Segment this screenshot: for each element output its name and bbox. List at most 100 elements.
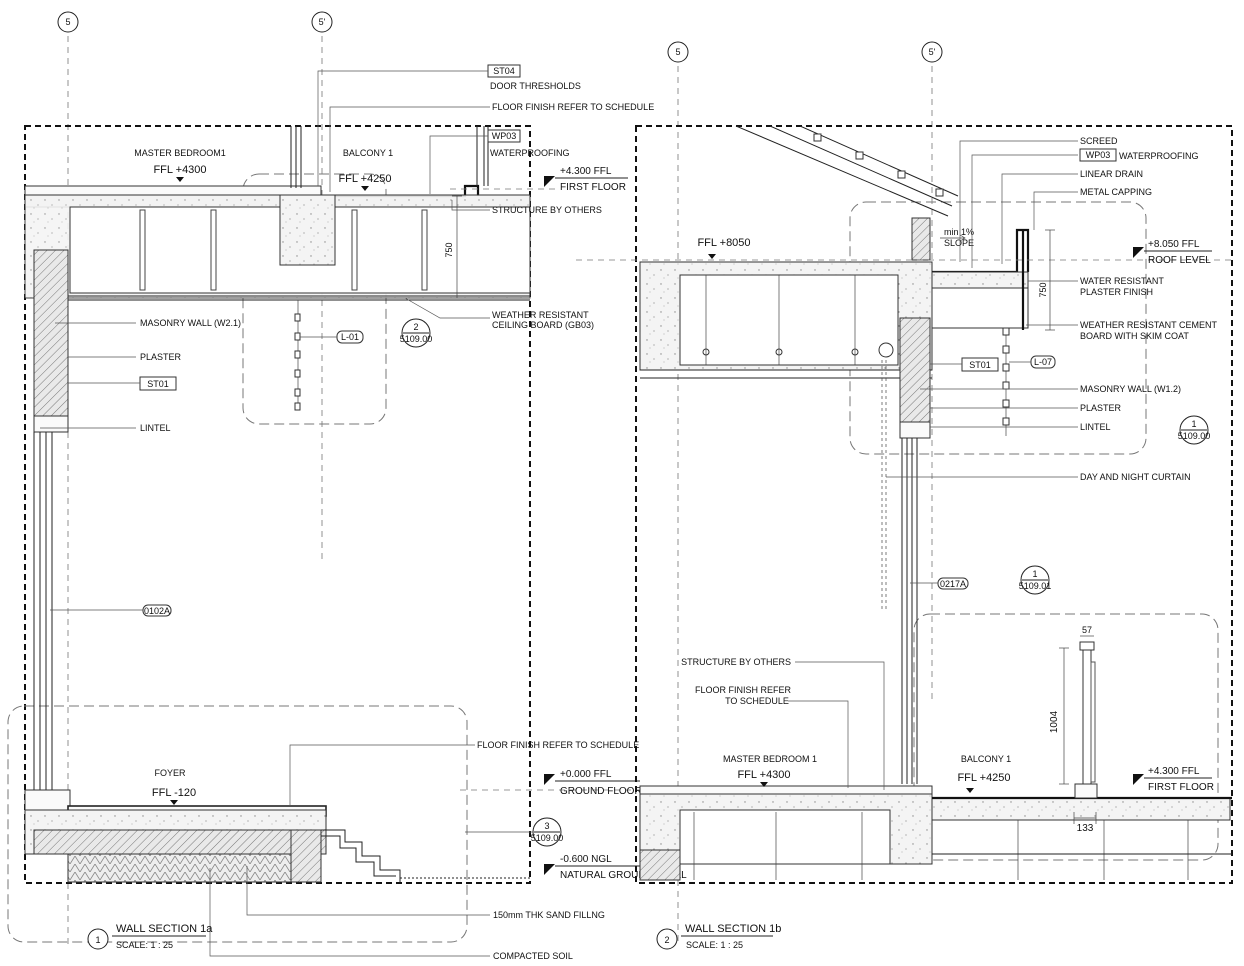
- grid-marker-5-prime-b: 5': [921, 41, 943, 63]
- section-scale: SCALE: 1 : 25: [116, 940, 173, 950]
- tag-text: WP03: [492, 131, 517, 141]
- dimension-57: 57: [1080, 625, 1094, 637]
- dimension-text: 1004: [1049, 710, 1060, 733]
- note-plaster: PLASTER: [140, 352, 182, 362]
- note-sand-filling: 150mm THK SAND FILLNG: [493, 910, 605, 920]
- tag-text: L-01: [341, 332, 359, 342]
- note-screed: SCREED: [1080, 136, 1118, 146]
- note-structure: STRUCTURE BY OTHERS: [492, 205, 602, 215]
- section-number: 2: [664, 935, 669, 945]
- tag-l07: L-07: [1030, 355, 1056, 369]
- level-triangle-icon: [708, 254, 716, 259]
- level-marker-icon: [1133, 774, 1144, 785]
- detail-ref-3: 3 5109.00: [531, 817, 564, 847]
- note-plaster: PLASTER: [1080, 403, 1122, 413]
- dimension-text: 750: [1038, 282, 1048, 297]
- level-marker-icon: [544, 774, 555, 785]
- detail-ref-sheet: 5109.00: [400, 334, 433, 344]
- leader-line: [788, 700, 849, 788]
- natural-ground-value: -0.600 NGL: [560, 854, 612, 865]
- ffl-roof: FFL +8050: [697, 237, 750, 249]
- detail-ref-sheet: 5109.01: [1019, 581, 1052, 591]
- balcony-balustrade: [290, 126, 489, 188]
- detail-ref-number: 1: [1032, 569, 1037, 579]
- pendant-light: [1002, 327, 1010, 436]
- leader-line: [209, 868, 490, 957]
- note-compacted-soil: COMPACTED SOIL: [493, 951, 573, 961]
- ffl-master-bedroom: FFL +4300: [153, 164, 206, 176]
- threshold: [24, 789, 71, 811]
- tag-st01: ST01: [961, 357, 999, 372]
- note-door-thresholds: DOOR THRESHOLDS: [490, 81, 581, 91]
- tag-text: ST01: [969, 360, 991, 370]
- note-masonry-wall: MASONRY WALL (W2.1): [140, 318, 241, 328]
- note-cement-board-2: BOARD WITH SKIM COAT: [1080, 331, 1189, 341]
- grid-label: 5: [675, 47, 680, 57]
- tag-text: WP03: [1086, 150, 1111, 160]
- first-floor-name: FIRST FLOOR: [1148, 782, 1214, 793]
- tag-door-0217a: 0217A: [937, 577, 969, 590]
- section-1a-title-block: 1 WALL SECTION 1a SCALE: 1 : 25: [87, 923, 213, 950]
- first-floor-value: +4.300 FFL: [1148, 766, 1200, 777]
- wall-section-1a: MASTER BEDROOM1 FFL +4300 BALCONY 1 FFL …: [7, 64, 687, 961]
- dimension-text: 57: [1082, 625, 1092, 635]
- detail-callout-upper: [242, 173, 387, 425]
- note-metal-capping: METAL CAPPING: [1080, 187, 1152, 197]
- balcony-step-beam: [279, 194, 336, 266]
- ffl-master-bedroom: FFL +4300: [737, 769, 790, 781]
- section-1a-boundary: [24, 125, 531, 884]
- ceiling-void: [679, 809, 891, 865]
- grid-label: 5': [929, 47, 936, 57]
- tag-text: ST04: [493, 66, 515, 76]
- first-floor-name: FIRST FLOOR: [560, 182, 626, 193]
- level-marker-icon: [544, 864, 555, 875]
- tag-st04: ST04: [487, 64, 521, 78]
- ground-floor-value: +0.000 FFL: [560, 769, 612, 780]
- level-triangle-icon: [361, 186, 369, 191]
- grid-label: 5: [65, 17, 70, 27]
- note-ceiling-board: CEILING BOARD (GB03): [492, 320, 594, 330]
- detail-ref-sheet: 5109.00: [531, 833, 564, 843]
- dimension-text: 750: [444, 242, 454, 257]
- sloped-roof: [735, 125, 959, 217]
- window-frame: [33, 432, 53, 790]
- external-steps: [321, 829, 401, 882]
- parapet-wall: [911, 217, 931, 261]
- balcony-slab: [931, 797, 1231, 821]
- detail-ref-number: 1: [1191, 419, 1196, 429]
- section-number: 1: [95, 935, 100, 945]
- leader-line: [1001, 173, 1078, 264]
- tag-l01: L-01: [336, 330, 364, 344]
- leader-line: [246, 866, 490, 916]
- level-marker-icon: [544, 176, 555, 187]
- detail-ref-number: 2: [413, 322, 418, 332]
- room-label-foyer: FOYER: [154, 768, 186, 778]
- level-triangle-icon: [170, 800, 178, 805]
- note-waterproofing: WATERPROOFING: [490, 148, 570, 158]
- grid-lines: [67, 36, 933, 945]
- tag-text: 0102A: [144, 606, 170, 616]
- note-water-resistant-2: PLASTER FINISH: [1080, 287, 1153, 297]
- note-structure: STRUCTURE BY OTHERS: [681, 657, 791, 667]
- note-masonry-wall: MASONRY WALL (W1.2): [1080, 384, 1181, 394]
- detail-callout-lower: [913, 613, 1219, 861]
- slope-label: SLOPE: [944, 238, 974, 248]
- note-floor-finish-1: FLOOR FINISH REFER: [695, 685, 792, 695]
- ground-slab-edge: [33, 829, 327, 855]
- level-marker-icon: [1133, 247, 1144, 258]
- leader-line: [429, 135, 488, 194]
- tag-wp03: WP03: [1079, 148, 1117, 162]
- tag-text: L-07: [1034, 357, 1052, 367]
- leader-line: [971, 154, 1078, 268]
- ffl-balcony: FFL +4250: [338, 173, 391, 185]
- downpipe: [878, 342, 894, 358]
- roof-level-value: +8.050 FFL: [1148, 239, 1200, 250]
- level-triangle-icon: [176, 177, 184, 182]
- ground-floor-name: GROUND FLOOR: [560, 786, 642, 797]
- ffl-foyer: FFL -120: [152, 787, 196, 799]
- room-label-master-bedroom: MASTER BEDROOM1: [134, 148, 226, 158]
- room-label-master-bedroom: MASTER BEDROOM 1: [723, 754, 817, 764]
- leader-line: [959, 140, 1078, 262]
- leader-line: [329, 106, 490, 192]
